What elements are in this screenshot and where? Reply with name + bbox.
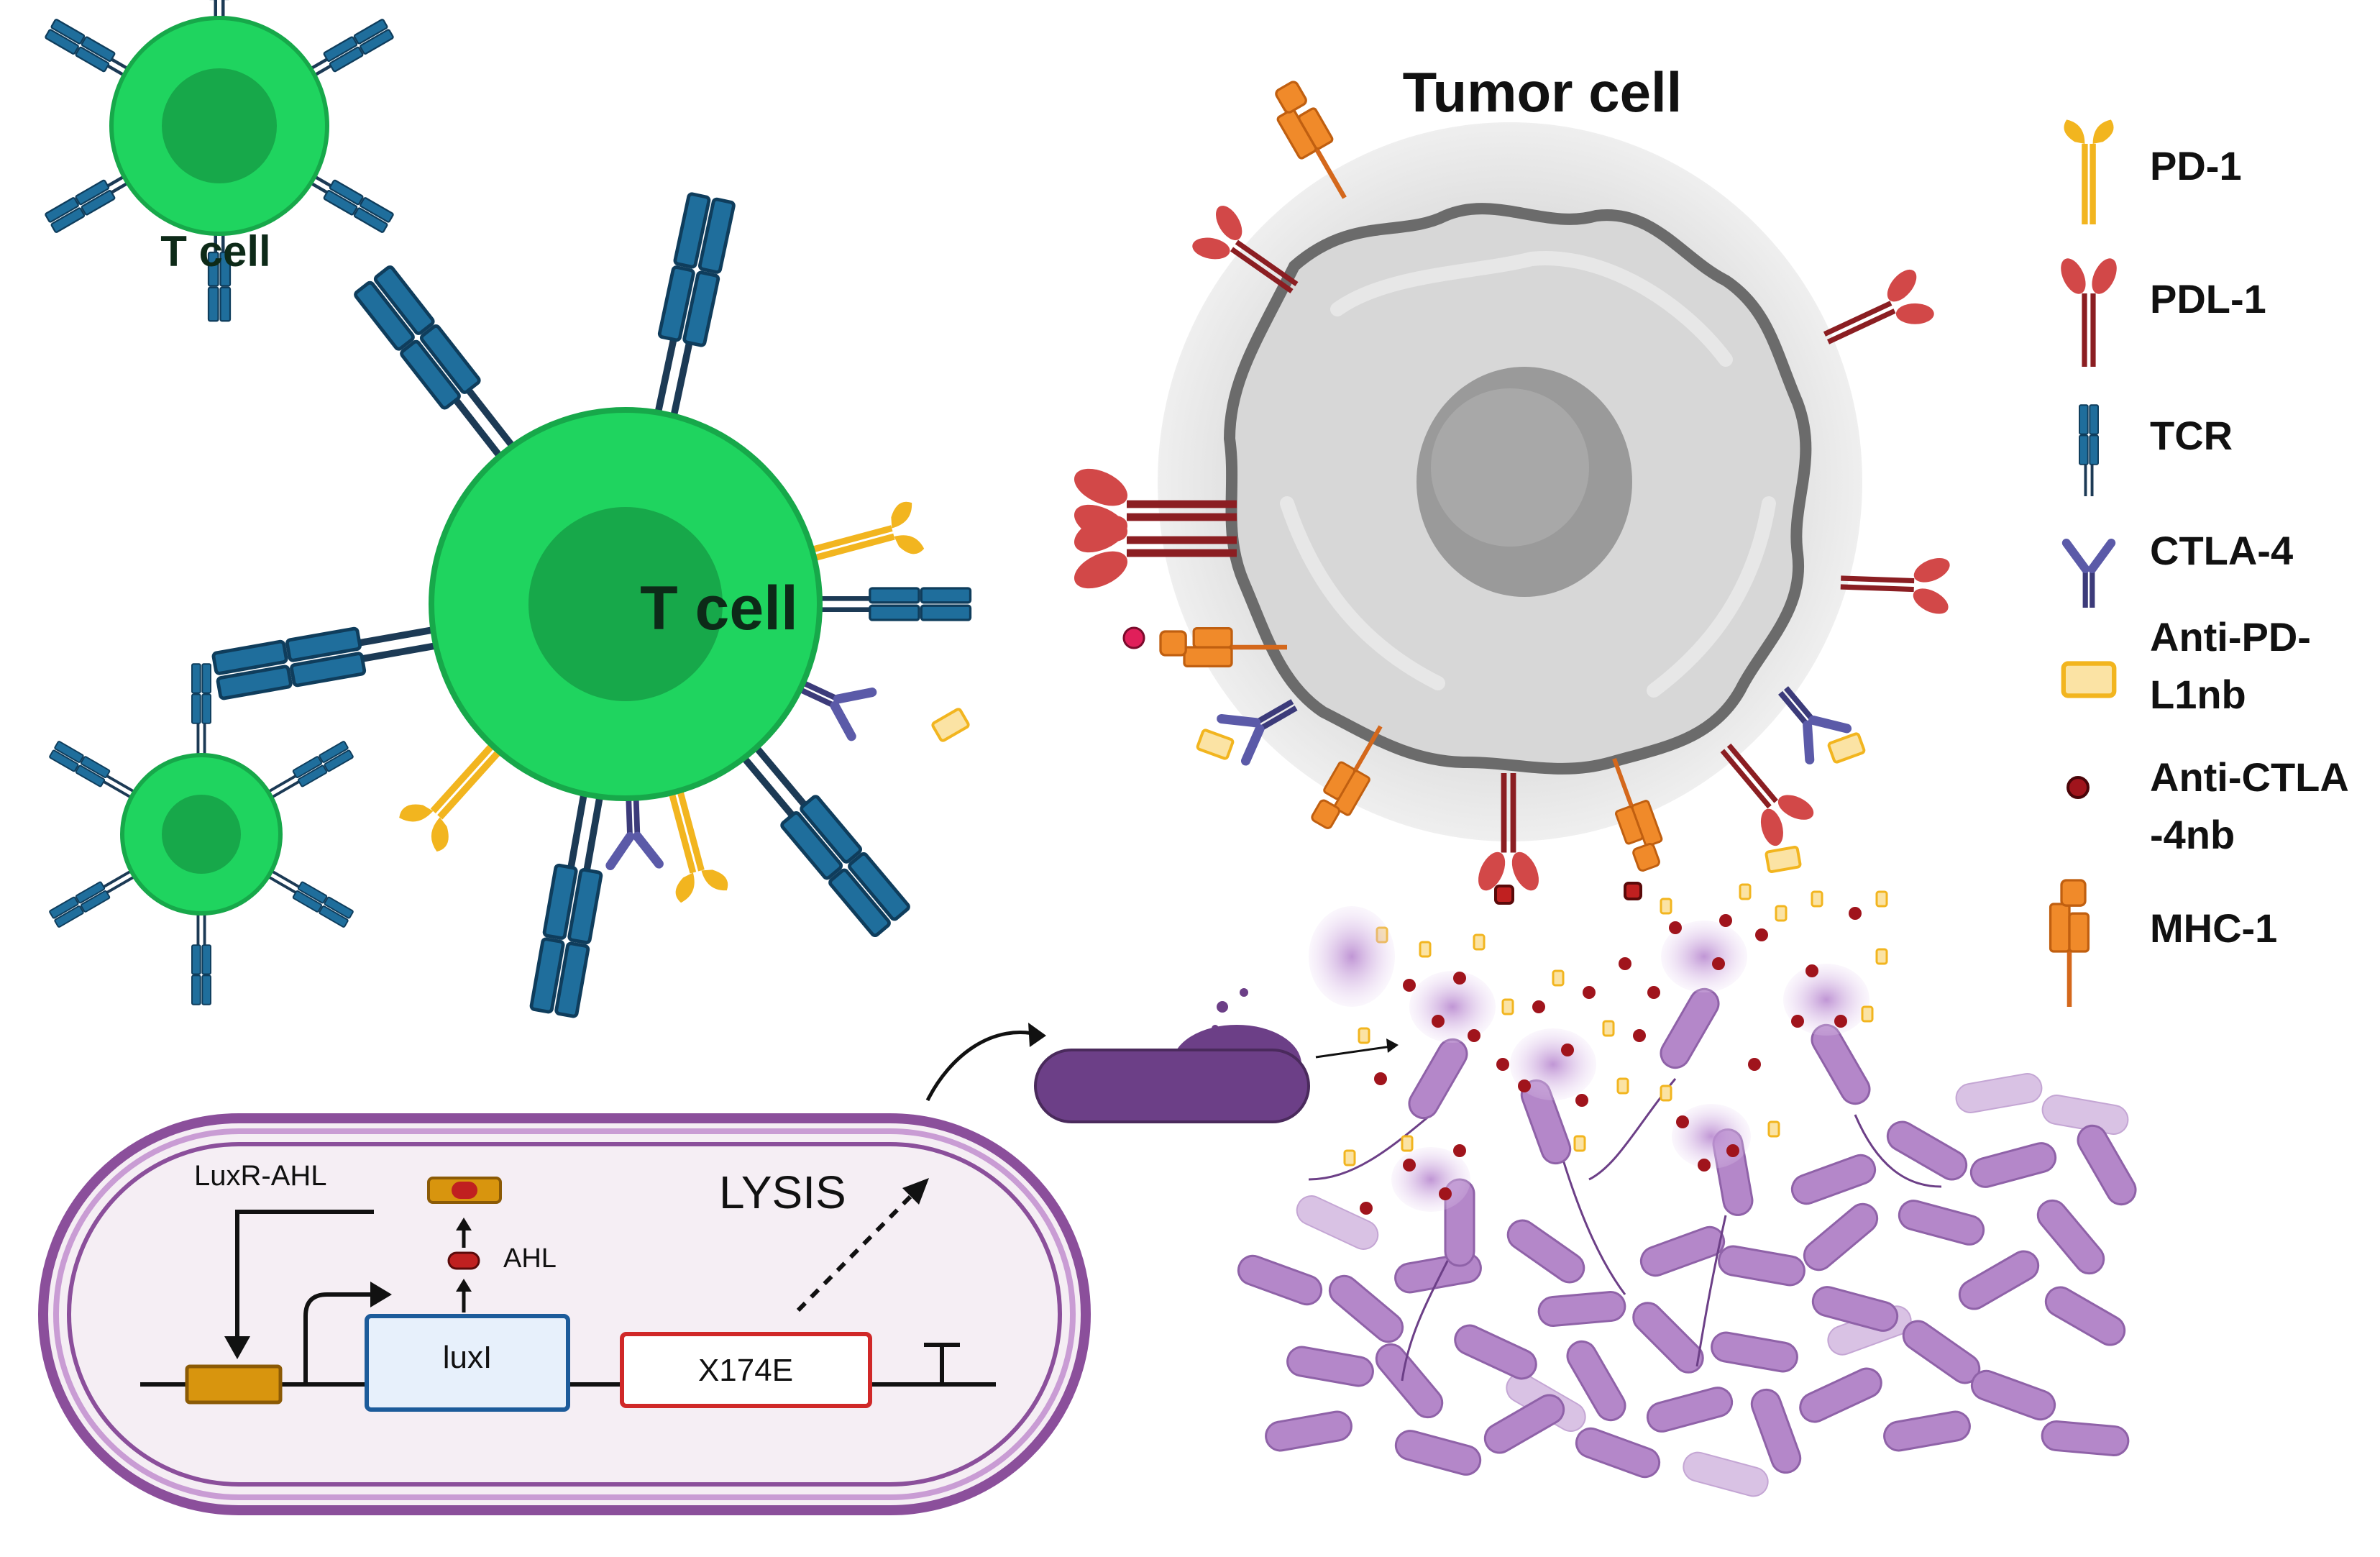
legend-item-anti-ctla4nb: Anti-CTLA -4nb <box>2067 754 2349 857</box>
t-cell-small-label: T cell <box>160 227 270 275</box>
luxr-ahl-label: LuxR-AHL <box>194 1160 327 1192</box>
legend-item-mhc1: MHC-1 <box>2051 880 2277 1007</box>
lysing-bacteria <box>1308 883 1942 1382</box>
lysis-label: LYSIS <box>719 1166 846 1218</box>
legend: PD-1 PDL-1 TCR CTLA-4 Anti-PD- L1nb Anti… <box>2051 119 2349 1007</box>
legend-label-anti-ctla4nb-line2: -4nb <box>2150 812 2235 857</box>
tumor-cell: Tumor cell <box>1158 60 1862 841</box>
legend-label-anti-ctla4nb-line1: Anti-CTLA <box>2150 754 2349 800</box>
legend-label-pd1: PD-1 <box>2150 143 2242 188</box>
bacterium-circuit-capsule: LuxR-AHL luxI AHL X174E LYSIS <box>38 1113 1091 1515</box>
legend-label-anti-pd-l1nb-line2: L1nb <box>2150 672 2246 717</box>
legend-item-pdl1: PDL-1 <box>2056 255 2266 367</box>
t-cell-small-bottom <box>47 662 355 1006</box>
luxi-label: luxI <box>443 1340 492 1375</box>
t-cell-large: T cell <box>213 193 970 1017</box>
anti-pd-l1-nanobody-mark <box>930 706 971 744</box>
legend-label-ctla4: CTLA-4 <box>2150 528 2293 573</box>
legend-item-pd1: PD-1 <box>2064 119 2242 224</box>
tumor-receptors <box>1068 78 1954 905</box>
legend-item-ctla4: CTLA-4 <box>2067 528 2293 608</box>
luxi-gene <box>365 1314 570 1412</box>
legend-label-mhc1: MHC-1 <box>2150 905 2277 951</box>
legend-label-pdl1: PDL-1 <box>2150 276 2266 321</box>
ahl-label: AHL <box>503 1243 557 1274</box>
ahl-molecule <box>447 1251 480 1270</box>
promoter-box <box>185 1364 283 1405</box>
t-cell-small-top: T cell <box>45 0 394 321</box>
x174e-gene <box>620 1332 872 1408</box>
tumor-cell-title: Tumor cell <box>1403 60 1683 124</box>
legend-item-anti-pd-l1nb: Anti-PD- L1nb <box>2064 614 2311 717</box>
luxr-ahl-complex <box>427 1177 502 1204</box>
legend-label-anti-pd-l1nb-line1: Anti-PD- <box>2150 614 2311 659</box>
single-lysing-bacterium <box>925 906 1399 1123</box>
x174e-label: X174E <box>698 1353 793 1388</box>
legend-label-tcr: TCR <box>2150 413 2233 458</box>
t-cell-large-label: T cell <box>640 574 798 643</box>
anti-ctla4nb-dot <box>2067 776 2090 799</box>
legend-item-tcr: TCR <box>2078 403 2233 498</box>
